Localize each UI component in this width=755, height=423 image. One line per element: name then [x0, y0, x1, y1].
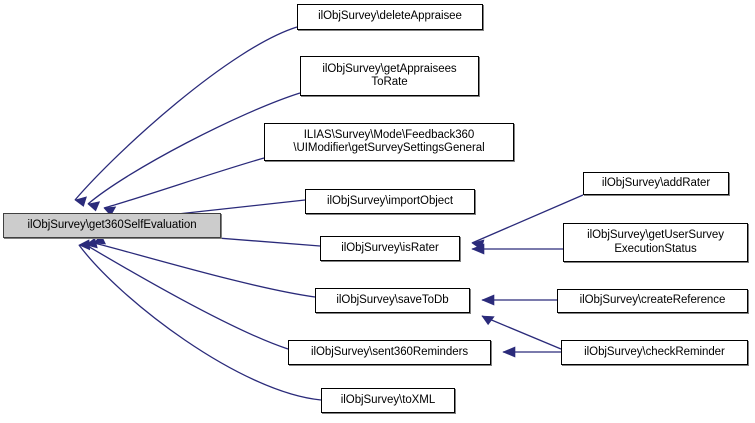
- graph-node-label: ilObjSurvey\addRater: [601, 176, 711, 189]
- edge-toXML: [78, 239, 322, 401]
- graph-node-label: ilObjSurvey\sent360Reminders: [310, 345, 469, 358]
- edge-createReference-saveToDb: [481, 294, 557, 306]
- edge-checkReminder-sent360Reminders: [502, 346, 561, 358]
- graph-node-saveToDb[interactable]: ilObjSurvey\saveToDb: [315, 288, 470, 313]
- edge-sent360Reminders: [85, 237, 289, 350]
- graph-node-label: ilObjSurvey\deleteAppraisee: [318, 10, 462, 23]
- edge-checkReminder-saveToDb: [481, 315, 562, 350]
- graph-node-label: ilObjSurvey\getAppraisees ToRate: [322, 62, 457, 89]
- graph-node-label: ilObjSurvey\saveToDb: [336, 293, 449, 306]
- graph-node-getSurveySettingsGeneral[interactable]: ILIAS\Survey\Mode\Feedback360 \UIModifie…: [264, 123, 514, 161]
- graph-node-label: ILIAS\Survey\Mode\Feedback360 \UIModifie…: [293, 128, 485, 155]
- graph-node-checkReminder[interactable]: ilObjSurvey\checkReminder: [561, 340, 748, 365]
- graph-node-get360SelfEvaluation[interactable]: ilObjSurvey\get360SelfEvaluation: [3, 213, 221, 238]
- graph-node-getUserSurveyExecutionStatus[interactable]: ilObjSurvey\getUserSurvey ExecutionStatu…: [563, 223, 748, 262]
- edge-getSurveySettingsGeneral: [103, 157, 265, 217]
- edge-saveToDb: [93, 234, 316, 298]
- graph-node-label: ilObjSurvey\checkReminder: [584, 345, 725, 358]
- graph-node-isRater[interactable]: ilObjSurvey\isRater: [320, 236, 460, 261]
- edge-getUserSurveyExecutionStatus-isRater: [471, 243, 563, 255]
- graph-node-label: ilObjSurvey\get360SelfEvaluation: [27, 218, 197, 231]
- graph-node-label: ilObjSurvey\getUserSurvey ExecutionStatu…: [587, 229, 724, 255]
- edge-deleteAppraisee: [74, 26, 298, 207]
- graph-node-createReference[interactable]: ilObjSurvey\createReference: [557, 289, 748, 313]
- graph-node-label: ilObjSurvey\importObject: [327, 194, 453, 207]
- graph-node-addRater[interactable]: ilObjSurvey\addRater: [583, 172, 729, 195]
- graph-node-deleteAppraisee[interactable]: ilObjSurvey\deleteAppraisee: [297, 4, 483, 30]
- graph-node-label: ilObjSurvey\isRater: [341, 241, 439, 254]
- graph-node-toXML[interactable]: ilObjSurvey\toXML: [321, 388, 455, 413]
- graph-node-label: ilObjSurvey\createReference: [579, 294, 726, 307]
- graph-node-label: ilObjSurvey\toXML: [340, 393, 436, 406]
- graph-node-getAppraiseesToRate[interactable]: ilObjSurvey\getAppraisees ToRate: [300, 56, 479, 96]
- graph-node-sent360Reminders[interactable]: ilObjSurvey\sent360Reminders: [288, 340, 491, 365]
- graph-node-importObject[interactable]: ilObjSurvey\importObject: [305, 189, 475, 214]
